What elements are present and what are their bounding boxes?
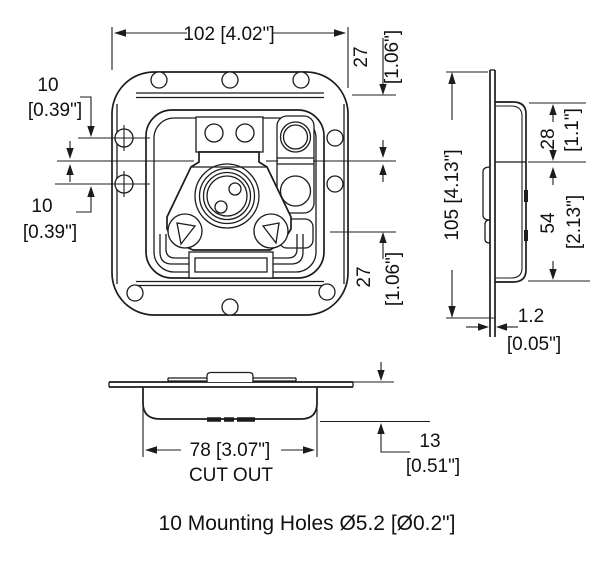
arrowhead [549,167,557,178]
cutout-caption: CUT OUT [189,465,273,486]
dim-dish-top-mm: 28 [538,128,559,149]
arrowhead [66,148,74,159]
dim-dish-top-inch: [1.1"] [562,108,583,152]
strike-plate-bar [194,257,268,273]
leader-line [380,433,410,453]
screw-right [253,213,289,249]
arrowhead [334,29,346,37]
dim-top-to-center-inch: [1.06"] [382,30,403,84]
leader-line [76,197,92,213]
padlock-hole-top [279,121,312,153]
dim-top-to-center-mm: 27 [351,46,372,67]
mounting-hole [221,71,239,89]
front-view [111,71,349,316]
dim-hole-offset-bottom-mm: 10 [31,196,52,217]
dim-dish-middle-mm: 54 [538,212,559,234]
mounting-hole [126,284,144,302]
dim-width-label: 102 [4.02"] [183,24,274,45]
dim-hole-offset-top-inch: [0.39"] [28,100,82,121]
dim-cutout-label: 78 [3.07"] [190,440,271,461]
rosette-ring-3 [202,171,252,221]
arrowhead [87,186,95,197]
mounting-hole [150,71,168,89]
mounting-hole [221,298,239,316]
arrowhead [87,126,95,137]
mounting-holes-caption: 10 Mounting Holes Ø5.2 [Ø0.2"] [159,512,456,535]
mounting-hole [292,71,310,89]
dim-depth-mm: 13 [419,431,440,452]
side-view [482,69,528,337]
dim-depth-inch: [0.51"] [406,456,460,477]
side-view-dimensions: 105 [4.13"] 28 [1.1"] 54 [2.13"] 1.2 [0.… [442,71,590,355]
front-view-dimensions: 102 [4.02"] 10 [0.39"] 10 [0.39"] 27 [1.… [23,24,404,306]
arrowhead [379,164,387,175]
trigger-hump [206,371,254,382]
arrowhead [549,150,557,161]
dim-hole-offset-bottom-inch: [0.39"] [23,222,77,243]
arrowhead [496,323,507,331]
slot-tick [524,190,528,202]
rivet-right [235,123,255,143]
arrowhead [303,446,315,454]
dim-height-label: 105 [4.13"] [442,149,463,240]
leader-line [80,96,92,126]
strike-plate [188,251,274,279]
dim-thickness-mm: 1.2 [518,306,544,327]
arrowhead [448,306,456,318]
dim-dish-middle-inch: [2.13"] [564,195,585,249]
bottom-view-dimensions: 78 [3.07"] CUT OUT 13 [0.51"] [142,362,460,486]
arrowhead [377,370,385,381]
mounting-hole [326,129,344,147]
arrowhead [145,446,157,454]
arrowhead [114,29,126,37]
rosette-dot-2 [214,200,228,214]
screw-right-triangle [261,222,280,245]
padlock-hole-top-ring [282,124,309,150]
mounting-hole [318,283,336,301]
mounting-hole [326,175,344,193]
screw-left-triangle [176,222,197,246]
latch-housing [195,116,264,153]
rosette-ring-1 [194,163,260,229]
arrowhead [379,84,387,95]
arrowhead [478,323,489,331]
dim-center-to-bottom-mm: 27 [354,266,375,287]
trigger-bump-small [484,219,491,244]
dim-thickness-inch: [0.05"] [507,334,561,355]
arrowhead [379,147,387,158]
dim-center-to-bottom-inch: [1.06"] [383,252,404,306]
arrowhead [549,104,557,115]
rosette-dot-1 [228,182,242,196]
arrowhead [448,72,456,84]
arrowhead [377,423,385,434]
bottom-view [108,371,354,422]
rosette-ring-4 [206,175,248,217]
arrowhead [66,164,74,175]
dim-hole-offset-top-mm: 10 [37,75,58,96]
padlock-hole-bottom [279,175,312,207]
arrowhead [379,232,387,243]
rosette-ring-2 [198,167,256,225]
trigger-bump [482,166,491,221]
dish-profile-inner [495,105,523,279]
screw-left [167,213,203,249]
dish-profile [495,101,527,283]
dish-profile-bottom [142,387,318,420]
slot-tick [524,230,528,241]
rivet-left [204,123,224,143]
arrowhead [549,269,557,280]
